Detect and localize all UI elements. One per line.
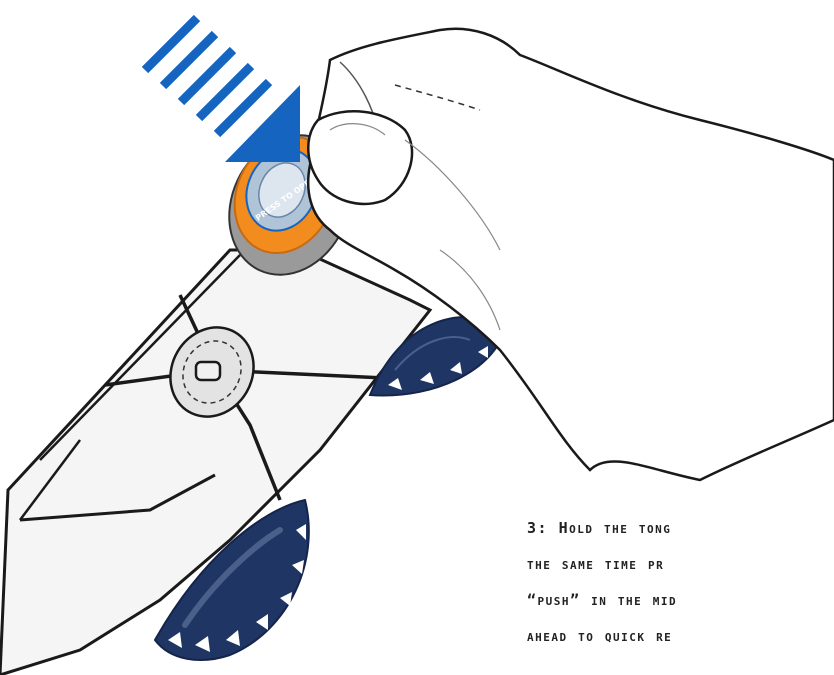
- push-arrow: [145, 18, 300, 162]
- instruction-caption: 3: Hold the tong the same time pr “push”…: [527, 510, 834, 654]
- caption-line: “push” in the mid: [527, 582, 834, 618]
- hand: [308, 29, 834, 480]
- caption-line: 3: Hold the tong: [527, 510, 834, 546]
- caption-line: ahead to quick re: [527, 618, 834, 654]
- caption-line: the same time pr: [527, 546, 834, 582]
